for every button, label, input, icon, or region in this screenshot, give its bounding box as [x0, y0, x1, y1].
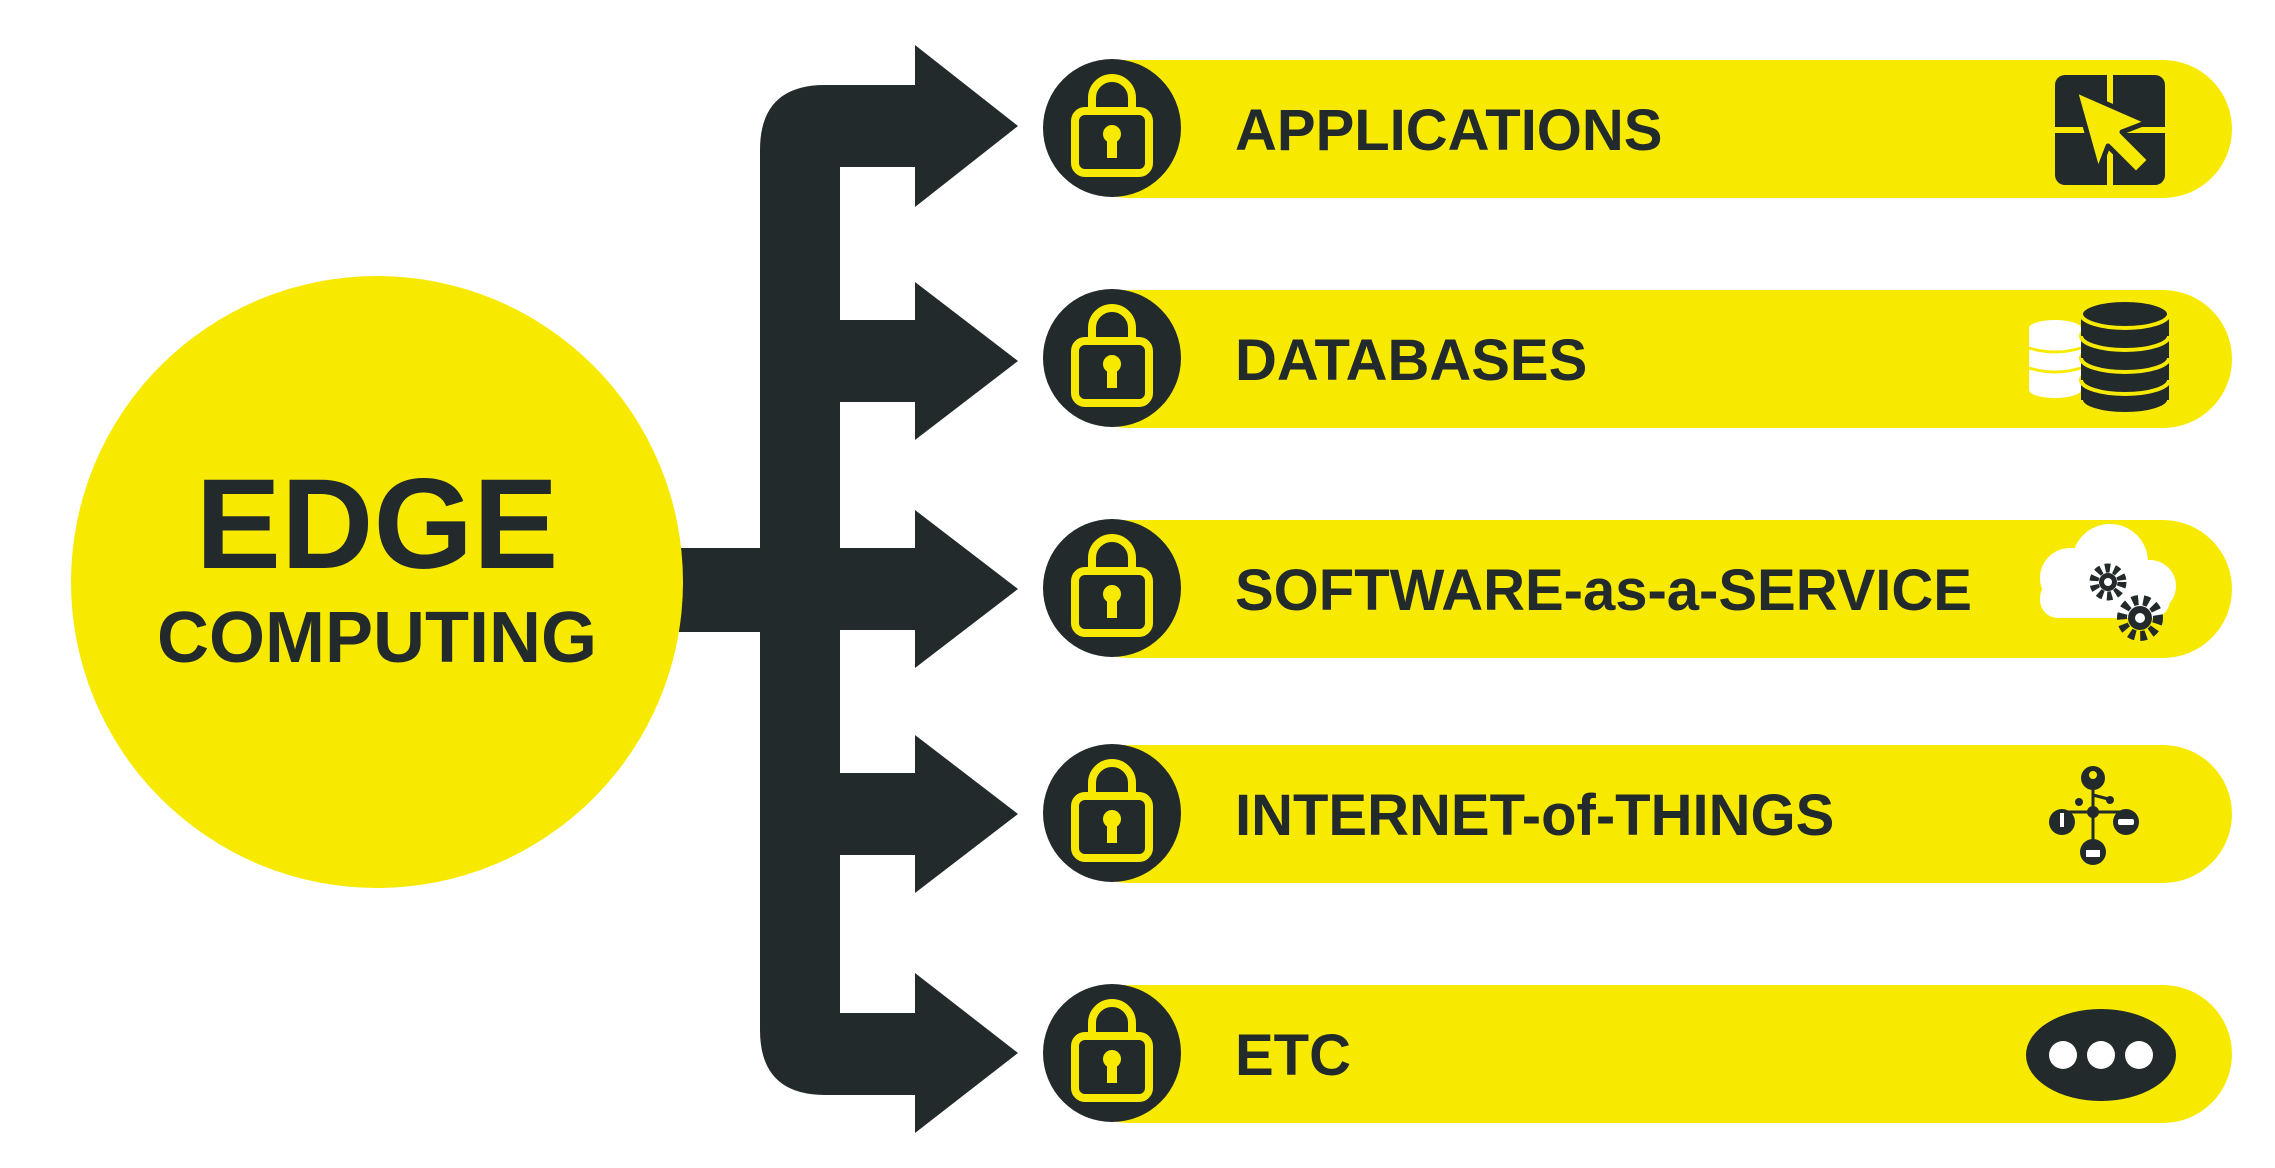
hub-connector-bar: [668, 548, 768, 632]
lock-icon: [1071, 74, 1153, 177]
item-row: APPLICATIONS: [1043, 59, 2232, 198]
arrow: [835, 510, 1018, 668]
item-label: ETC: [1235, 1023, 1351, 1088]
lock-badge: [1043, 289, 1181, 427]
lock-icon: [1071, 534, 1153, 637]
cloud-gears-icon: [2040, 524, 2176, 641]
database-icon: [2028, 298, 2171, 416]
item-bar: [1060, 745, 2232, 883]
item-label: APPLICATIONS: [1235, 98, 1663, 163]
lock-badge: [1043, 984, 1181, 1122]
lock-icon: [1071, 304, 1153, 407]
item-bar: [1060, 520, 2232, 658]
hub-title-line1: EDGE: [196, 453, 559, 596]
item-row: SOFTWARE-as-a-SERVICE: [1043, 519, 2232, 658]
arrow: [835, 45, 1018, 207]
gear-icon: [2117, 595, 2163, 641]
item-bar: [1060, 60, 2232, 198]
arrow: [835, 973, 1018, 1133]
iot-network-icon: [2049, 766, 2139, 865]
lock-icon: [1071, 999, 1153, 1102]
cursor-click-icon: [2055, 75, 2165, 185]
hub-title-line2: COMPUTING: [157, 598, 597, 678]
item-row: ETC: [1043, 984, 2232, 1123]
item-label: SOFTWARE-as-a-SERVICE: [1235, 558, 1972, 623]
lock-badge: [1043, 59, 1181, 197]
item-bar: [1060, 290, 2232, 428]
gear-icon: [2089, 563, 2127, 601]
item-label: DATABASES: [1235, 328, 1587, 393]
hub: EDGE COMPUTING: [71, 276, 683, 888]
arrows: [835, 45, 1018, 1133]
item-label: INTERNET-of-THINGS: [1235, 783, 1834, 848]
hub-circle: [71, 276, 683, 888]
item-bar: [1060, 985, 2232, 1123]
lock-badge: [1043, 519, 1181, 657]
lock-badge: [1043, 744, 1181, 882]
lock-icon: [1071, 759, 1153, 862]
item-row: DATABASES: [1043, 289, 2232, 428]
ellipsis-icon: [2026, 1009, 2176, 1101]
arrow: [835, 735, 1018, 893]
arrow: [835, 282, 1018, 440]
item-row: INTERNET-of-THINGS: [1043, 744, 2232, 883]
